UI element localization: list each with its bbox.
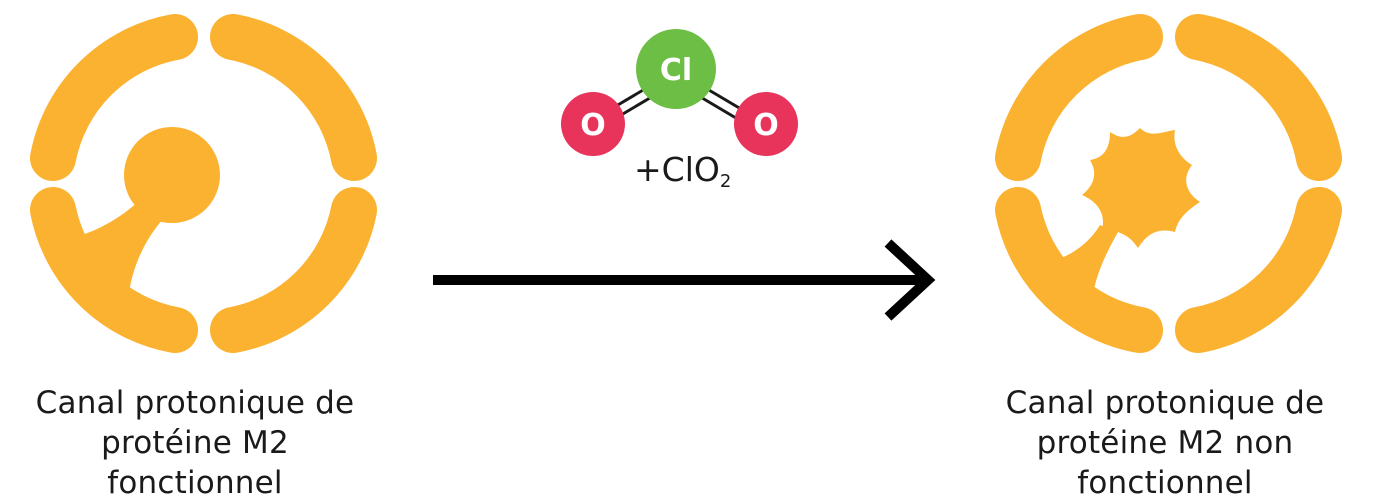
chlorine-dioxide-formula: +ClO2 <box>634 150 731 192</box>
channel-segment-top-left <box>30 14 198 181</box>
formula-prefix: +ClO <box>634 150 720 189</box>
functional-channel-caption: Canal protonique de protéine M2 fonction… <box>10 383 380 503</box>
channel-segment-bottom-left <box>995 187 1163 353</box>
channel-segment-bottom-left <box>30 187 198 353</box>
caption-line: Canal protonique de <box>1005 385 1325 421</box>
chlorine-atom <box>636 29 716 109</box>
caption-line: Canal protonique de <box>35 385 355 421</box>
functional-m2-channel <box>30 14 377 353</box>
reaction-arrow <box>433 239 936 321</box>
chlorine-label: Cl <box>660 53 692 88</box>
gate-stalk <box>70 190 172 300</box>
channel-segment-top-left <box>995 14 1163 181</box>
chlorine-dioxide-molecule: Cl O O <box>561 29 798 156</box>
oxygen-label-left: O <box>580 108 606 143</box>
channel-segment-top-right <box>1175 14 1342 181</box>
channel-segment-top-right <box>210 14 377 181</box>
non-functional-m2-channel <box>995 14 1342 353</box>
damaged-gate-stalk <box>1048 225 1118 300</box>
non-functional-channel-caption: Canal protonique de protéine M2 non fonc… <box>950 383 1373 503</box>
channel-segment-bottom-right <box>1175 187 1342 353</box>
caption-line: protéine M2 non fonctionnel <box>1036 425 1294 501</box>
gate-ball <box>124 127 220 223</box>
damaged-gate-blob <box>1082 128 1200 248</box>
caption-line: protéine M2 fonctionnel <box>101 425 289 501</box>
formula-subscript: 2 <box>719 171 732 192</box>
arrow-head <box>884 239 936 321</box>
oxygen-atom-left <box>561 92 625 156</box>
oxygen-label-right: O <box>753 108 779 143</box>
damaged-gate <box>1048 128 1200 300</box>
channel-segment-bottom-right <box>210 187 377 353</box>
oxygen-atom-right <box>734 92 798 156</box>
functional-gate <box>70 127 220 300</box>
